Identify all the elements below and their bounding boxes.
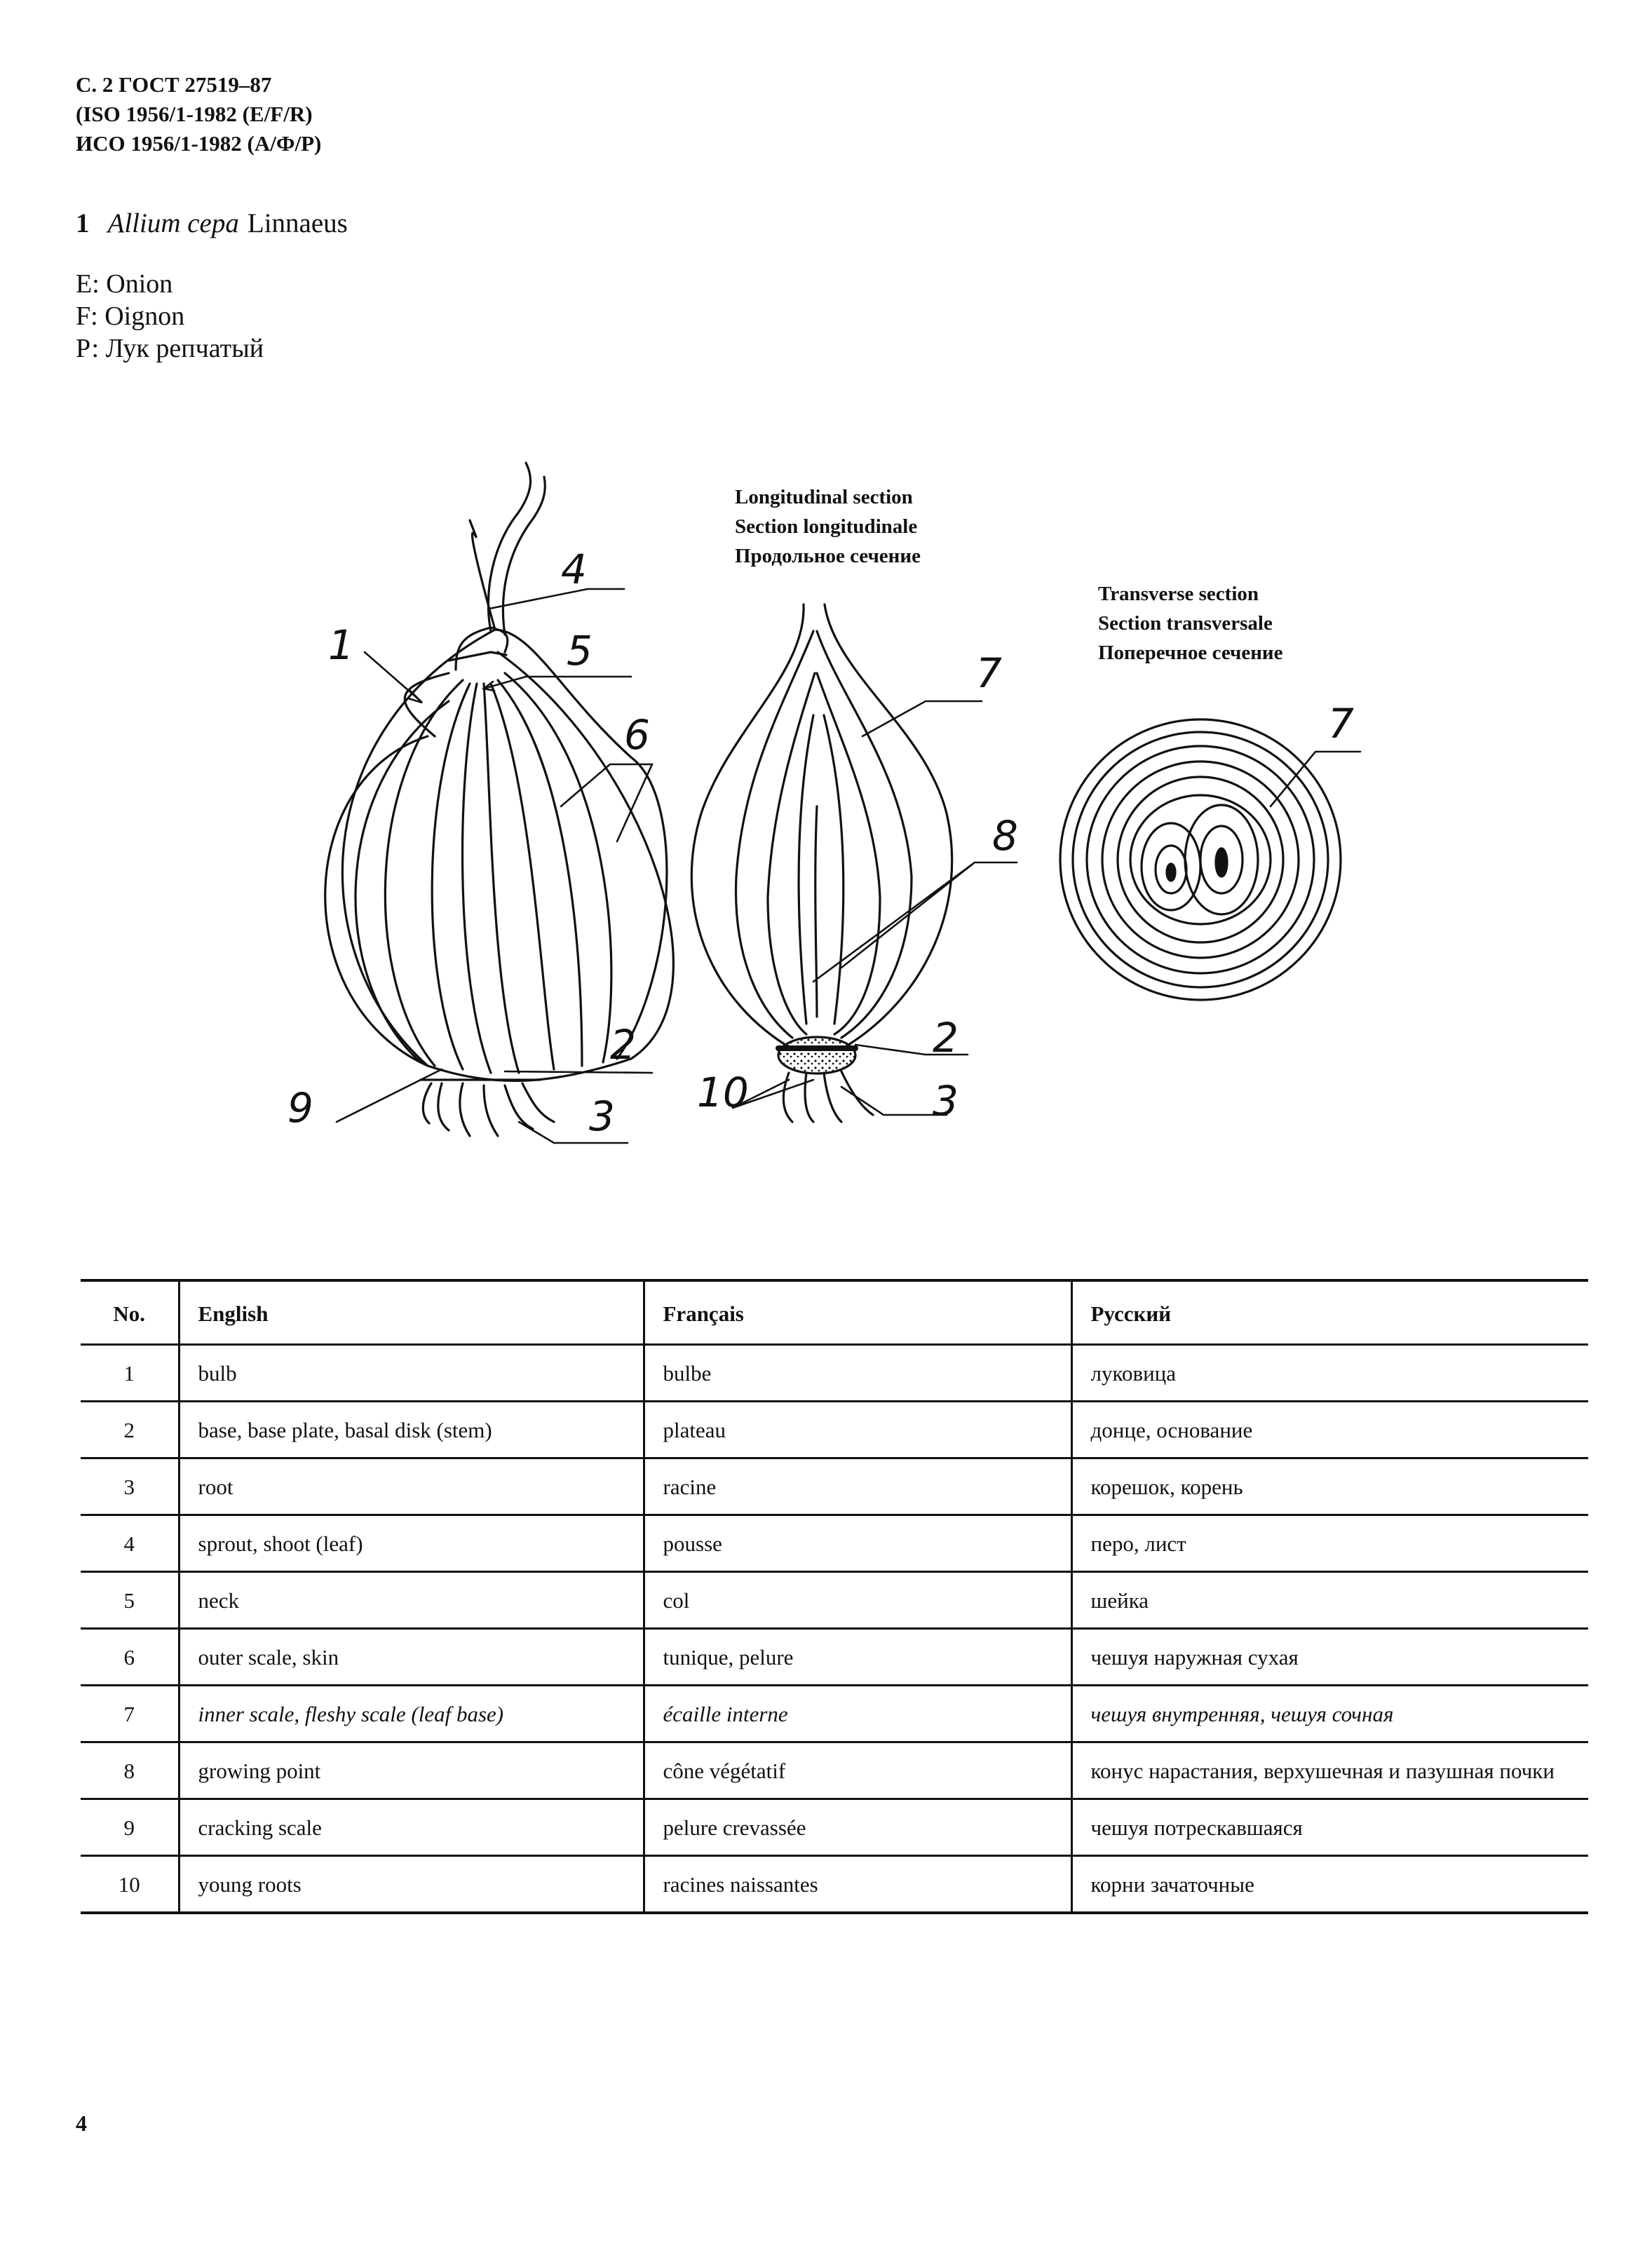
cell-russian: корешок, корень [1070,1458,1588,1516]
cell-english: growing point [177,1742,644,1800]
cell-russian: чешуя внутренняя, чешуя сочная [1070,1685,1588,1743]
cell-russian: луковица [1070,1344,1588,1402]
cell-no: 8 [81,1742,179,1800]
callout-5: 5 [567,627,593,675]
species-title: 1 Allium cepa Linnaeus [76,208,348,239]
cell-french: pelure crevassée [642,1799,1071,1857]
cell-french: bulbe [642,1344,1071,1402]
longitudinal-caption: Longitudinal section Section longitudina… [735,482,921,571]
table-header-row: No. English Français Русский [81,1280,1588,1346]
callout-10: 10 [697,1069,749,1116]
longitudinal-caption-en: Longitudinal section [735,486,913,508]
cell-no: 6 [81,1628,179,1686]
cell-no: 1 [81,1344,179,1402]
cell-english: root [177,1458,644,1516]
cell-french: col [642,1571,1071,1630]
cell-french: racines naissantes [642,1855,1071,1914]
callout-1: 1 [328,621,354,669]
callout-2-longitudinal: 2 [933,1014,959,1062]
cell-french: plateau [642,1401,1071,1459]
cell-english: inner scale, fleshy scale (leaf base) [177,1685,644,1743]
callout-7-longitudinal: 7 [976,649,1002,697]
header-no: No. [81,1280,179,1346]
document-header: С. 2 ГОСТ 27519–87 (ISO 1956/1-1982 (E/F… [76,70,321,158]
cell-no: 10 [81,1855,179,1914]
cell-french: racine [642,1458,1071,1516]
cell-no: 4 [81,1515,179,1573]
cell-english: bulb [177,1344,644,1402]
cell-russian: чешуя потрескавшаяся [1070,1799,1588,1857]
cell-english: base, base plate, basal disk (stem) [177,1401,644,1459]
cell-no: 2 [81,1401,179,1459]
cell-english: neck [177,1571,644,1630]
cell-english: sprout, shoot (leaf) [177,1515,644,1573]
callout-8: 8 [992,812,1018,860]
transverse-caption: Transverse section Section transversale … [1098,579,1283,668]
cell-russian: конус нарастания, верхушечная и пазушная… [1070,1742,1588,1800]
common-name-russian: Р: Лук репчатый [76,334,264,363]
cell-english: cracking scale [177,1799,644,1857]
cell-russian: шейка [1070,1571,1588,1630]
callout-3-whole: 3 [589,1092,615,1140]
common-name-english: E: Onion [76,269,173,299]
cell-english: outer scale, skin [177,1628,644,1686]
cell-russian: донце, основание [1070,1401,1588,1459]
cell-french: cône végétatif [642,1742,1071,1800]
callout-9: 9 [287,1084,313,1132]
leader-lines [335,588,1362,1144]
header-line-3: ИСО 1956/1-1982 (А/Ф/Р) [76,131,322,156]
header-line-2: (ISO 1956/1-1982 (E/F/R) [76,102,313,126]
callout-7-transverse: 7 [1328,700,1354,747]
transverse-section-drawing [1059,718,1342,1001]
whole-onion-drawing [324,461,675,1137]
transverse-caption-en: Transverse section [1098,583,1259,605]
cell-french: tunique, pelure [642,1628,1071,1686]
longitudinal-caption-fr: Section longitudinale [735,515,918,538]
species-authority: Linnaeus [247,208,348,238]
cell-english: young roots [177,1855,644,1914]
onion-figure: 1 4 5 6 2 3 9 7 8 2 10 3 7 [287,461,1362,1144]
cell-no: 5 [81,1571,179,1630]
header-line-1: С. 2 ГОСТ 27519–87 [76,72,272,97]
page-number: 4 [76,2111,87,2136]
header-english: English [177,1280,644,1346]
cell-french: écaille interne [642,1685,1071,1743]
transverse-caption-fr: Section transversale [1098,612,1273,635]
cell-russian: чешуя наружная сухая [1070,1628,1588,1686]
longitudinal-section-drawing [690,603,954,1123]
header-russian: Русский [1070,1280,1588,1346]
callout-6: 6 [624,711,650,759]
callout-3-longitudinal: 3 [933,1077,959,1125]
cell-french: pousse [642,1515,1071,1573]
cell-russian: корни зачаточные [1070,1855,1588,1914]
callout-4: 4 [561,546,587,593]
cell-no: 9 [81,1799,179,1857]
species-scientific-name: Allium cepa [107,208,239,238]
figure-callouts: 1 4 5 6 2 3 9 7 8 2 10 3 7 [287,546,1354,1140]
callout-2-whole: 2 [610,1021,636,1069]
cell-russian: перо, лист [1070,1515,1588,1573]
cell-no: 3 [81,1458,179,1516]
cell-no: 7 [81,1685,179,1743]
common-name-french: F: Oignon [76,302,185,331]
common-names: E: Onion F: Oignon Р: Лук репчатый [76,268,264,365]
transverse-caption-ru: Поперечное сечение [1098,642,1283,664]
header-french: Français [642,1280,1071,1346]
longitudinal-caption-ru: Продольное сечение [735,545,921,567]
species-number: 1 [76,208,90,238]
